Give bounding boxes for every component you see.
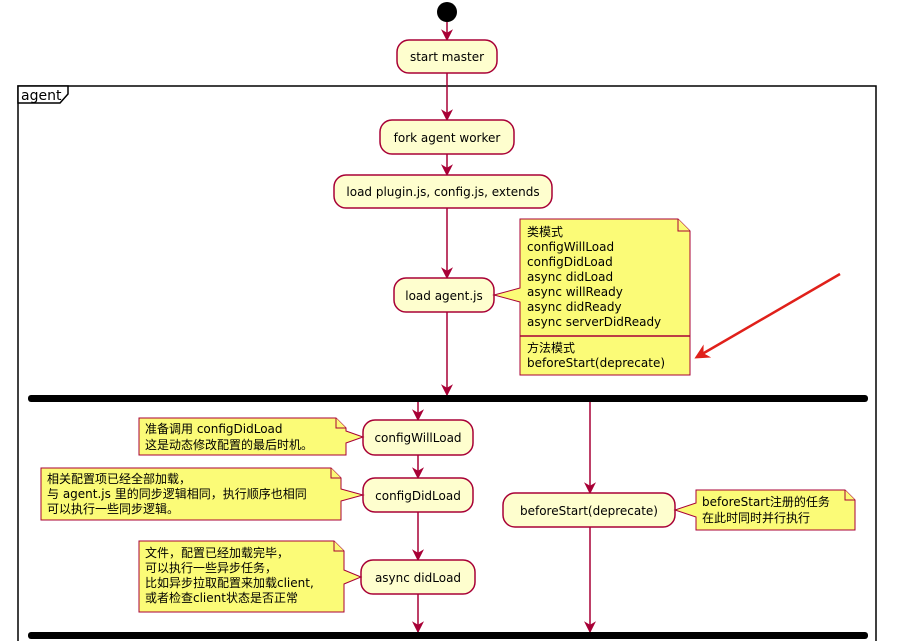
async-did-load-note-line-0: 文件，配置已经加载完毕，	[145, 545, 289, 560]
lifecycle-class-line-0: 类模式	[527, 225, 563, 239]
lifecycle-method-line-0: 方法模式	[527, 340, 575, 355]
config-did-load-note-line-2: 可以执行一些同步逻辑。	[47, 502, 179, 516]
before-start-note-line-1: 在此时同时并行执行	[702, 511, 810, 525]
join-bar	[28, 632, 868, 639]
config-did-load-node: configDidLoad	[362, 477, 474, 513]
lifecycle-method-line-1: beforeStart(deprecate)	[527, 356, 665, 370]
config-did-load-note-line-0: 相关配置项已经全部加载，	[47, 471, 191, 486]
lifecycle-class-line-4: async willReady	[527, 285, 623, 299]
load-agent-label: load agent.js	[405, 289, 483, 303]
lifecycle-class-line-6: async serverDidReady	[527, 315, 661, 329]
async-did-load-note-line-2: 比如异步拉取配置来加载client,	[145, 575, 314, 590]
async-did-load-note-line-3: 或者检查client状态是否正常	[145, 590, 298, 605]
config-will-load-node: configWillLoad	[362, 419, 474, 456]
start-master-label: start master	[410, 50, 484, 64]
lifecycle-class-line-2: configDidLoad	[527, 255, 613, 269]
config-did-load-note: 相关配置项已经全部加载， 与 agent.js 里的同步逻辑相同，执行顺序也相同…	[40, 467, 365, 521]
async-did-load-label: async didLoad	[375, 571, 461, 585]
lifecycle-class-line-5: async didReady	[527, 300, 622, 314]
config-did-load-note-line-1: 与 agent.js 里的同步逻辑相同，执行顺序也相同	[47, 486, 307, 501]
config-will-load-note-line-0: 准备调用 configDidLoad	[145, 422, 283, 436]
lifecycle-class-line-1: configWillLoad	[527, 240, 614, 254]
config-will-load-note: 准备调用 configDidLoad 这是动态修改配置的最后时机。	[138, 417, 365, 456]
start-node	[437, 2, 457, 22]
before-start-label: beforeStart(deprecate)	[520, 504, 658, 518]
load-plugin-label: load plugin.js, config.js, extends	[346, 185, 539, 199]
load-agent-node: load agent.js	[393, 277, 495, 313]
lifecycle-class-line-3: async didLoad	[527, 270, 613, 284]
config-will-load-note-line-1: 这是动态修改配置的最后时机。	[145, 437, 313, 452]
fork-agent-worker-node: fork agent worker	[379, 119, 515, 155]
config-did-load-label: configDidLoad	[375, 489, 461, 503]
before-start-node: beforeStart(deprecate)	[502, 492, 676, 528]
annotation-arrow	[694, 272, 841, 359]
config-will-load-label: configWillLoad	[374, 431, 461, 445]
before-start-note: beforeStart注册的任务 在此时同时并行执行	[673, 489, 856, 531]
start-master-node: start master	[396, 39, 498, 74]
load-plugin-node: load plugin.js, config.js, extends	[333, 174, 553, 209]
before-start-note-line-0: beforeStart注册的任务	[702, 494, 830, 509]
async-did-load-note: 文件，配置已经加载完毕， 可以执行一些异步任务， 比如异步拉取配置来加载clie…	[138, 540, 363, 613]
async-did-load-node: async didLoad	[360, 559, 476, 595]
fork-agent-worker-label: fork agent worker	[394, 131, 501, 145]
agent-frame-label-text: agent	[21, 88, 62, 104]
lifecycle-note: 类模式 configWillLoad configDidLoad async d…	[492, 218, 691, 376]
async-did-load-note-line-1: 可以执行一些异步任务，	[145, 560, 277, 575]
agent-frame-label: agent	[17, 85, 69, 104]
fork-bar	[28, 395, 868, 402]
